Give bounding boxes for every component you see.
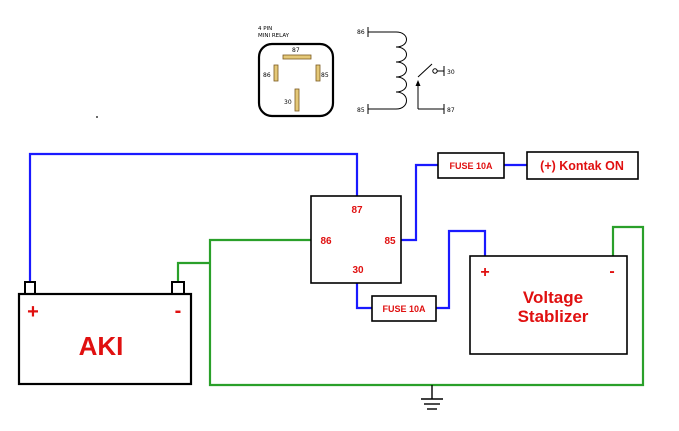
- relay-pin-30-label: 30: [352, 265, 364, 276]
- pin-87-blade: [282, 54, 312, 60]
- fuse-top-label: FUSE 10A: [449, 161, 493, 171]
- wire-relay-85-to-fuse-top: [401, 163, 438, 242]
- battery-label: AKI: [79, 331, 124, 361]
- relay-pin-87-label: 87: [351, 205, 363, 216]
- relay-pinout-body: [257, 42, 335, 118]
- schematic-label-85: 85: [357, 107, 365, 114]
- switch-contact: [432, 68, 438, 74]
- stabilizer-label-line1: Voltage: [523, 288, 583, 307]
- voltage-stabilizer: + - Voltage Stablizer: [469, 255, 628, 355]
- wire-relay-86-ground: [208, 238, 432, 387]
- relay-pin-86-label: 86: [320, 236, 332, 247]
- stabilizer-minus-sign: -: [609, 263, 614, 280]
- fuse-bottom: FUSE 10A: [371, 295, 437, 322]
- contact-box-body: [526, 151, 639, 180]
- wire-stabilizer-negative: [432, 225, 645, 387]
- pin-85-blade: [315, 64, 321, 82]
- pin-86-blade: [273, 64, 279, 82]
- relay-block-body: [310, 195, 402, 284]
- pinout-label-85: 85: [321, 72, 329, 79]
- battery-negative-terminal: [171, 281, 185, 295]
- battery-positive-terminal: [24, 281, 36, 295]
- wire-battery-negative: [176, 261, 210, 282]
- positive-wires: [28, 152, 527, 310]
- fuse-top-body: [437, 152, 505, 179]
- stabilizer-label-line2: Stablizer: [518, 307, 589, 326]
- pin-30-blade: [294, 88, 300, 112]
- schematic-label-30: 30: [447, 69, 455, 76]
- fuse-bottom-label: FUSE 10A: [382, 304, 426, 314]
- relay-pinout: 4 PIN MINI RELAY 87 86 85 30: [257, 26, 335, 118]
- relay-pin-85-label: 85: [384, 236, 396, 247]
- schematic-label-86: 86: [357, 29, 365, 36]
- battery-body: [17, 292, 193, 386]
- pin-87-arrow: [415, 80, 421, 86]
- stray-dot: [96, 116, 98, 118]
- contact-label: (+) Kontak ON: [540, 159, 624, 173]
- relay-schematic: 86 85 30 87: [357, 27, 455, 114]
- pinout-title-line1: 4 PIN: [258, 26, 272, 32]
- contact-box: (+) Kontak ON: [526, 151, 639, 180]
- wire-fuse-bottom-to-stabilizer: [436, 229, 487, 310]
- coil-symbol: [395, 31, 407, 110]
- switch-blade: [417, 63, 433, 78]
- wire-battery-to-relay-87: [28, 152, 359, 282]
- battery-plus-sign: +: [27, 301, 39, 323]
- pinout-label-86: 86: [263, 72, 271, 79]
- pinout-label-30: 30: [284, 99, 292, 106]
- relay-block: 87 86 85 30: [310, 195, 402, 284]
- schematic-label-87: 87: [447, 107, 455, 114]
- wire-relay-30-to-fuse-bottom: [355, 283, 372, 310]
- stabilizer-body: [469, 255, 628, 355]
- fuse-bottom-body: [371, 295, 437, 322]
- ground-symbol-icon: [421, 385, 443, 410]
- battery-minus-sign: -: [175, 300, 182, 322]
- ground-wires: [176, 225, 645, 387]
- pinout-title-line2: MINI RELAY: [258, 33, 290, 39]
- battery: + - AKI: [17, 281, 193, 386]
- fuse-top: FUSE 10A: [437, 152, 505, 179]
- pinout-label-87: 87: [292, 47, 300, 54]
- stabilizer-plus-sign: +: [480, 264, 489, 281]
